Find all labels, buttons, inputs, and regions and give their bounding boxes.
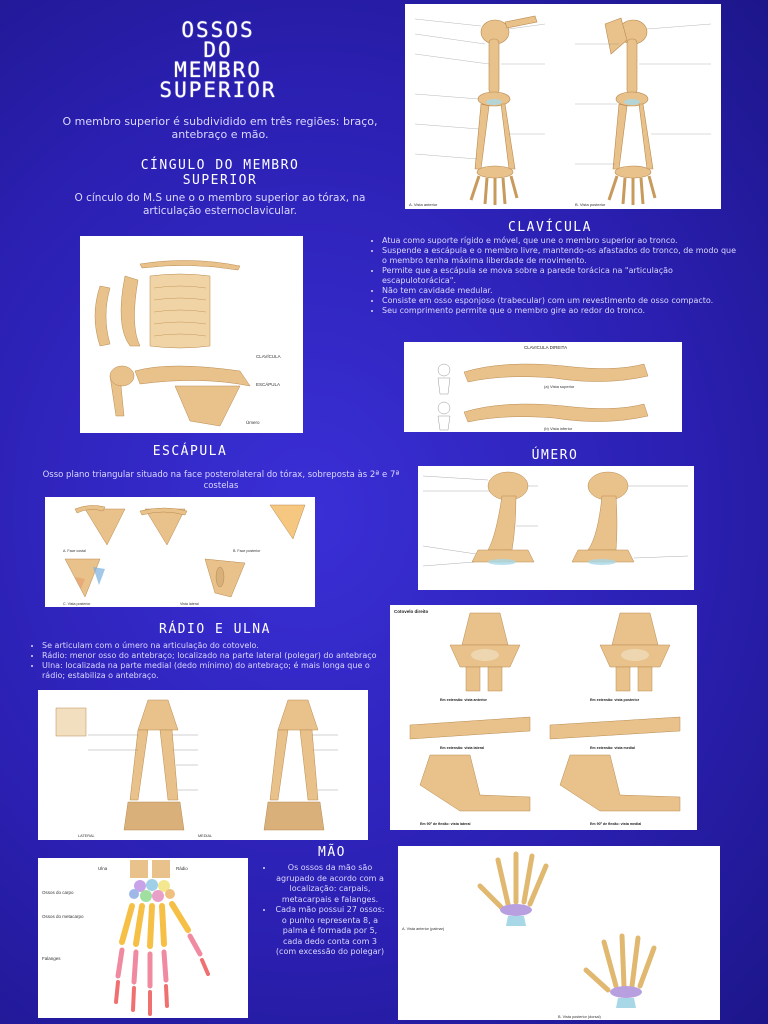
cingulo-esc-label: ESCÁPULA — [256, 381, 280, 387]
shoulder-girdle-illustration: CLAVÍCULA ESCÁPULA Úmero — [94, 260, 281, 427]
mao-heading: MÃO — [318, 845, 346, 860]
clavicula-heading: CLAVÍCULA — [508, 220, 592, 235]
hand-colored-figure: Ulna Rádio Ossos do carpo Ossos do metac… — [38, 858, 248, 1018]
scapula-illustration: A. Face costal B. Face posterior C. Vist… — [63, 504, 306, 606]
clavicula-bullet: Seu comprimento permite que o membro gir… — [382, 306, 738, 316]
escapula-heading: ESCÁPULA — [152, 444, 228, 459]
title-line: OSSOS — [181, 18, 255, 42]
clav-inf-caption: (b) Vista inferior — [544, 426, 573, 431]
elbow-figure: Cotovelo direito Em extensão: vista ante… — [390, 605, 697, 830]
arm-bones-illustration: A. Vista anterior B. Vista posterior — [409, 15, 712, 207]
elbow-flex-med-caption: Em 90º de flexão: vista medial — [590, 822, 641, 826]
clavicula-figure: CLAVICULA DIREITA (a) Vista superior (b)… — [404, 342, 682, 432]
clavicula-bullet: Consiste em osso esponjoso (trabecular) … — [382, 296, 738, 306]
forearm-lateral-label: LATERAL — [78, 834, 95, 838]
page-title: OSSOS DO MEMBRO SUPERIOR — [88, 18, 348, 102]
elbow-ext-med-caption: Em extensão: vista medial — [590, 746, 635, 750]
elbow-ext-ant-caption: Em extensão: vista anterior — [440, 698, 488, 702]
clavicle-illustration: CLAVICULA DIREITA (a) Vista superior (b)… — [437, 345, 649, 431]
esc-lat-caption: Vista lateral — [180, 602, 199, 606]
escapula-text: Osso plano triangular situado na face po… — [42, 470, 400, 491]
clavicula-bullet: Não tem cavidade medular. — [382, 286, 738, 296]
esc-c-caption: C. Vista posterior — [63, 602, 91, 606]
forearm-medial-label: MEDIAL — [198, 834, 212, 838]
hand-ulna-label: Ulna — [98, 866, 108, 871]
mao-bullets: Os ossos da mão são agrupado de acordo c… — [262, 863, 386, 958]
hand-falanges-label: Falanges — [42, 956, 61, 961]
mao-bullet: Os ossos da mão são agrupado de acordo c… — [274, 863, 386, 905]
esc-a-caption: A. Face costal — [63, 549, 86, 553]
hand-radio-label: Rádio — [176, 866, 188, 871]
mao-bullet: Cada mão possui 27 ossos: o punho repres… — [274, 905, 386, 958]
humerus-illustration — [422, 471, 689, 567]
elbow-ext-post-caption: Em extensão: vista posterior — [590, 698, 640, 702]
intro-text: O membro superior é subdividido em três … — [62, 115, 378, 141]
title-line: DO — [203, 38, 233, 62]
hand-ant-caption: A. Vista anterior (palmar) — [402, 927, 445, 931]
escapula-figure: A. Face costal B. Face posterior C. Vist… — [45, 497, 315, 607]
arm-a-caption: A. Vista anterior — [409, 202, 438, 207]
umero-figure — [418, 466, 694, 590]
title-line: SUPERIOR — [159, 78, 277, 102]
hand-bones-illustration: A. Vista anterior (palmar) B. Vista post… — [402, 851, 657, 1019]
hand-carpo-label: Ossos do carpo — [42, 890, 74, 895]
radio-ulna-bullets: Se articulam com o úmero na articulação … — [30, 641, 382, 681]
hand-meta-label: Ossos do metacarpo — [42, 914, 84, 919]
clavicula-bullet: Permite que a escápula se mova sobre a p… — [382, 266, 738, 286]
elbow-ext-lat-caption: Em extensão: vista lateral — [440, 746, 484, 750]
radio-ulna-heading: RÁDIO E ULNA — [159, 622, 271, 637]
hand-post-caption: B. Vista posterior (dorsal) — [558, 1015, 602, 1019]
arm-bones-figure: A. Vista anterior B. Vista posterior — [405, 4, 721, 209]
hand-bones-figure: A. Vista anterior (palmar) B. Vista post… — [398, 846, 720, 1020]
cingulo-umero-label: Úmero — [246, 419, 260, 425]
cingulo-text: O cínculo do M.S une o o membro superior… — [74, 192, 366, 217]
esc-b-caption: B. Face posterior — [233, 549, 261, 553]
cingulo-heading: CÍNGULO DO MEMBRO SUPERIOR — [140, 158, 300, 188]
radio-ulna-bullet: Se articulam com o úmero na articulação … — [42, 641, 382, 651]
clavicula-bullet: Atua como suporte rígido e móvel, que un… — [382, 236, 738, 246]
radio-ulna-bullet: Ulna: localizada na parte medial (dedo m… — [42, 661, 382, 681]
radio-ulna-bullet: Rádio: menor osso do antebraço; localiza… — [42, 651, 382, 661]
umero-heading: ÚMERO — [531, 448, 579, 463]
clavicula-bullet: Suspende a escápula e o membro livre, ma… — [382, 246, 738, 266]
elbow-title: Cotovelo direito — [394, 609, 429, 614]
clav-sup-caption: (a) Vista superior — [544, 384, 575, 389]
hand-colored-illustration: Ulna Rádio Ossos do carpo Ossos do metac… — [42, 860, 210, 1016]
clavicula-bullets: Atua como suporte rígido e móvel, que un… — [370, 236, 738, 316]
cingulo-clav-label: CLAVÍCULA — [256, 353, 281, 359]
arm-b-caption: B. Vista posterior — [575, 202, 606, 207]
forearm-illustration: LATERAL MEDIAL — [55, 699, 338, 838]
elbow-flex-lat-caption: Em 90º de flexão: vista lateral — [420, 822, 470, 826]
clavicula-fig-title: CLAVICULA DIREITA — [524, 345, 567, 350]
elbow-illustration: Cotovelo direito Em extensão: vista ante… — [394, 609, 681, 826]
cingulo-figure: CLAVÍCULA ESCÁPULA Úmero — [80, 236, 303, 433]
forearm-figure: LATERAL MEDIAL — [38, 690, 368, 840]
title-line: MEMBRO — [174, 58, 262, 82]
